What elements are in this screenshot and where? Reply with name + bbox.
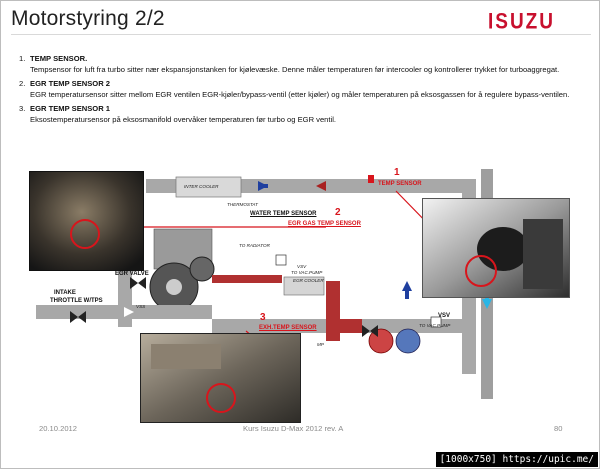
item-body: TEMP SENSOR. Tempsensor for luft fra tur… xyxy=(30,53,559,75)
thermostat-label: THERMOSTAT xyxy=(227,202,258,207)
intake-throttle-label-line1: INTAKE xyxy=(54,290,76,296)
item-heading: TEMP SENSOR. xyxy=(30,54,88,63)
photo-egr-sensor-engine xyxy=(29,171,144,271)
throttle-valve-symbol xyxy=(78,311,86,323)
photo-exhaust-manifold xyxy=(140,333,301,423)
highlight-circle xyxy=(70,219,100,249)
photo-temp-sensor-intake xyxy=(422,198,570,298)
item-body: EGR TEMP SENSOR 2 EGR temperatursensor s… xyxy=(30,78,569,100)
callout-number-1: 1 xyxy=(394,167,400,178)
item-number: 3. xyxy=(19,104,26,113)
callout-number-3: 3 xyxy=(260,312,266,323)
item-heading: EGR TEMP SENSOR 2 xyxy=(30,79,111,88)
to-radiator-label: TO RADIATOR xyxy=(239,243,270,248)
flow-arrow-cyan xyxy=(482,299,492,309)
engine-schematic xyxy=(26,169,576,421)
slide-title: Motorstyring 2/2 xyxy=(11,7,165,30)
item-number: 2. xyxy=(19,79,26,88)
water-temp-sensor-label: WATER TEMP SENSOR xyxy=(250,211,317,217)
sensor-list: 1. TEMP SENSOR. Tempsensor for luft fra … xyxy=(19,53,584,128)
vsv-box-top xyxy=(275,254,287,266)
egr-gas-temp-sensor-label: EGR GAS TEMP SENSOR xyxy=(288,221,361,227)
item-body: EGR TEMP SENSOR 1 Eksostemperatursensor … xyxy=(30,103,336,125)
intercooler-box xyxy=(175,176,242,198)
list-item: 3. EGR TEMP SENSOR 1 Eksostemperatursens… xyxy=(19,103,584,125)
isuzu-logo: ISUZU xyxy=(488,10,555,35)
callout-number-2: 2 xyxy=(335,207,341,218)
schematic-drawing xyxy=(36,169,493,399)
highlight-circle xyxy=(465,255,497,287)
intake-throttle-label-line2: THROTTLE W/TPS xyxy=(50,298,103,304)
egr-pipe-red xyxy=(212,275,282,283)
turbocharger xyxy=(368,328,394,354)
vss-label: VSS xyxy=(136,304,146,309)
egr-valve-symbol xyxy=(138,277,146,289)
mp-label: MP xyxy=(317,342,324,347)
title-divider xyxy=(11,34,591,35)
list-item: 2. EGR TEMP SENSOR 2 EGR temperatursenso… xyxy=(19,78,584,100)
footer-page-number: 80 xyxy=(554,424,563,433)
temp-sensor-label: TEMP SENSOR xyxy=(378,181,422,187)
flow-arrow-up xyxy=(402,281,412,291)
watermark: [1000x750] https://upic.me/ xyxy=(435,452,598,467)
flow-arrow-red xyxy=(316,181,326,191)
egr-cooler-label: EGR COOLER xyxy=(293,278,324,283)
item-description: EGR temperatursensor sitter mellom EGR v… xyxy=(30,90,570,99)
item-heading: EGR TEMP SENSOR 1 xyxy=(30,104,111,113)
item-description: Eksostemperatursensor på eksosmanifold o… xyxy=(30,115,336,124)
to-vac-pump-top-label: TO VAC.PUMP xyxy=(291,270,323,275)
footer-course: Kurs Isuzu D-Max 2012 rev. A xyxy=(243,424,344,433)
vsv-right-label: VSV xyxy=(438,313,451,319)
item-description: Tempsensor for luft fra turbo sitter nær… xyxy=(30,65,560,74)
highlight-circle xyxy=(206,383,236,413)
intercooler-label: INTER COOLER xyxy=(184,184,219,189)
egr-valve-label: EGR VALVE xyxy=(115,271,149,277)
egr-cooler xyxy=(283,276,325,296)
vsv-top-label: VSV xyxy=(297,264,307,269)
footer-date: 20.10.2012 xyxy=(39,424,78,433)
list-item: 1. TEMP SENSOR. Tempsensor for luft fra … xyxy=(19,53,584,75)
to-vac-pump-right-label: TO VAC.PUMP xyxy=(419,323,451,328)
item-number: 1. xyxy=(19,54,26,63)
exh-temp-sensor-label: EXH.TEMP SENSOR xyxy=(259,325,317,331)
vsv-box-right xyxy=(430,316,442,328)
temp-sensor-marker xyxy=(368,175,374,183)
